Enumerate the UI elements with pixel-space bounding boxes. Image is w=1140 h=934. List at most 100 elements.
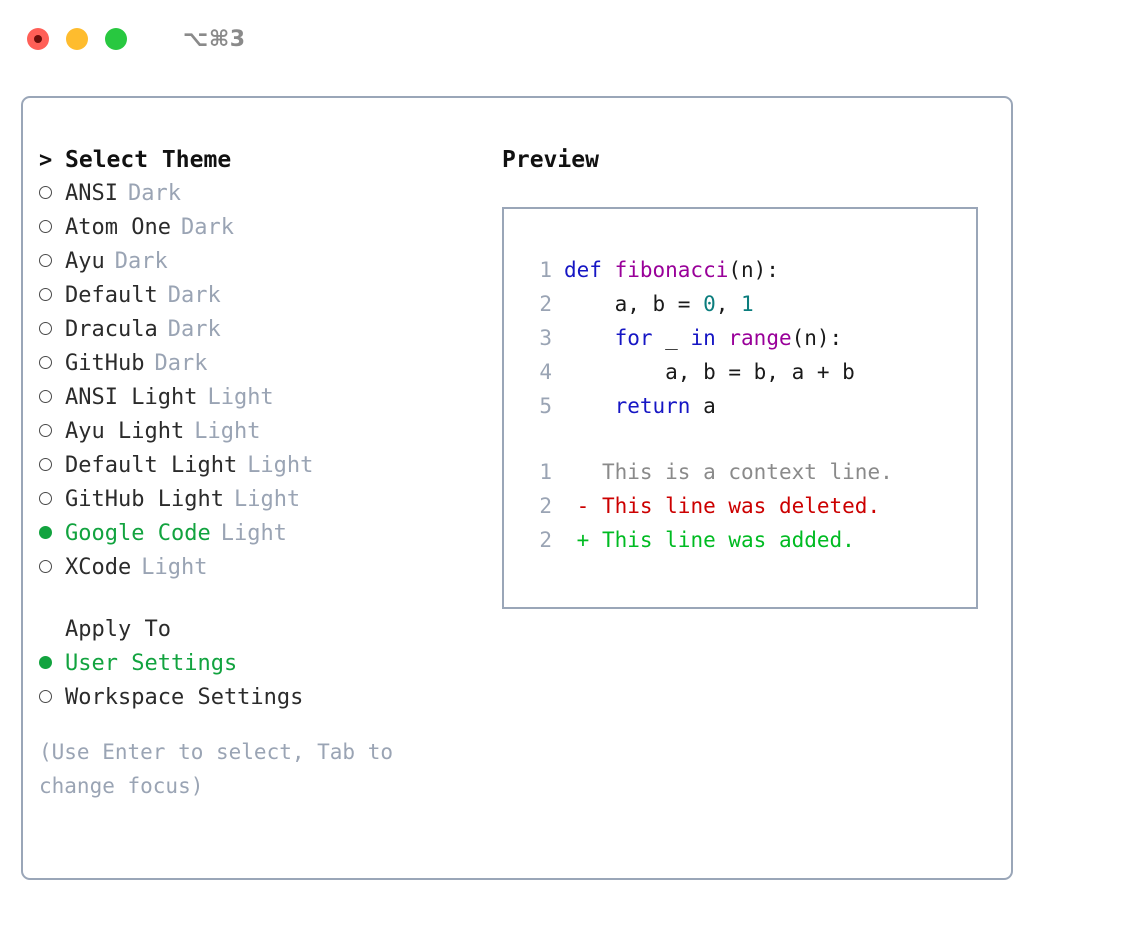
keyboard-hint-text: (Use Enter to select, Tab to change focu… <box>39 740 406 798</box>
apply-to-option[interactable]: User Settings <box>39 647 469 681</box>
theme-name: GitHub <box>65 351 145 376</box>
diff-sign: + <box>564 528 602 552</box>
theme-variant-badge: Light <box>194 419 261 444</box>
radio-glyph <box>39 186 52 199</box>
close-window-icon[interactable] <box>27 28 49 50</box>
diff-sign: - <box>564 494 602 518</box>
radio-glyph <box>39 424 52 437</box>
minimize-window-icon[interactable] <box>66 28 88 50</box>
apply-to-option[interactable]: Workspace Settings <box>39 681 469 715</box>
theme-name: Default <box>65 283 158 308</box>
radio-glyph <box>39 288 52 301</box>
code-line-text: return a <box>564 389 716 423</box>
code-line: 4 a, b = b, a + b <box>524 355 976 389</box>
radio-selected-icon[interactable] <box>39 517 65 551</box>
diff-line: 2 - This line was deleted. <box>524 489 976 523</box>
diff-line-number: 2 <box>539 528 552 552</box>
diff-line: 2 + This line was added. <box>524 523 976 557</box>
radio-selected-icon[interactable] <box>39 647 65 681</box>
code-token: 1 <box>741 292 754 316</box>
radio-unselected-icon[interactable] <box>39 449 65 483</box>
radio-unselected-icon[interactable] <box>39 483 65 517</box>
theme-list-item[interactable]: Ayu Light Light <box>39 415 469 449</box>
diff-sign <box>564 455 602 489</box>
apply-to-label: User Settings <box>65 651 238 676</box>
maximize-window-icon[interactable] <box>105 28 127 50</box>
theme-name: Default Light <box>65 453 238 478</box>
theme-name: ANSI Light <box>65 385 198 410</box>
theme-variant-badge: Light <box>220 521 287 546</box>
caret-icon: > <box>39 148 53 173</box>
diff-sample: 1 This is a context line. 2 - This line w… <box>524 455 976 557</box>
theme-name: Dracula <box>65 317 158 342</box>
radio-glyph <box>39 560 52 573</box>
theme-name: ANSI <box>65 181 118 206</box>
code-token: a, b = <box>564 292 704 316</box>
code-line: 5 return a <box>524 389 976 423</box>
radio-glyph <box>39 322 52 335</box>
code-token: (n): <box>728 258 779 282</box>
code-line-text: def fibonacci(n): <box>564 253 779 287</box>
radio-unselected-icon[interactable] <box>39 381 65 415</box>
diff-line-number: 1 <box>539 460 552 484</box>
theme-list-item[interactable]: ANSI Dark <box>39 177 469 211</box>
code-token: a <box>703 394 716 418</box>
code-token: 0 <box>703 292 716 316</box>
code-token: fibonacci <box>614 258 729 282</box>
theme-list-item[interactable]: Default Light Light <box>39 449 469 483</box>
diff-line-text: This is a context line. <box>601 460 893 484</box>
theme-list-item[interactable]: Atom One Dark <box>39 211 469 245</box>
code-line: 3 for _ in range(n): <box>524 321 976 355</box>
radio-glyph <box>39 458 52 471</box>
radio-unselected-icon[interactable] <box>39 415 65 449</box>
code-token: range <box>728 326 792 350</box>
radio-unselected-icon[interactable] <box>39 177 65 211</box>
code-token: _ <box>665 326 691 350</box>
radio-unselected-icon[interactable] <box>39 245 65 279</box>
code-token: return <box>564 394 704 418</box>
radio-unselected-icon[interactable] <box>39 681 65 715</box>
select-theme-title: Select Theme <box>65 147 232 173</box>
radio-unselected-icon[interactable] <box>39 211 65 245</box>
code-token: in <box>690 326 729 350</box>
code-line-number: 4 <box>539 360 552 384</box>
radio-glyph <box>39 356 52 369</box>
radio-unselected-icon[interactable] <box>39 313 65 347</box>
code-line-number: 1 <box>539 258 552 282</box>
radio-unselected-icon[interactable] <box>39 279 65 313</box>
theme-variant-badge: Dark <box>127 181 181 206</box>
theme-name: Atom One <box>65 215 171 240</box>
diff-line-text: This line was added. <box>601 528 855 552</box>
theme-variant-badge: Light <box>141 555 208 580</box>
code-line-text: a, b = 0, 1 <box>564 287 754 321</box>
keyboard-shortcut-label: ⌥⌘3 <box>183 26 246 52</box>
radio-unselected-icon[interactable] <box>39 347 65 381</box>
preview-title: Preview <box>502 147 599 173</box>
theme-name: Ayu Light <box>65 419 185 444</box>
code-line-number: 3 <box>539 326 552 350</box>
diff-line-number: 2 <box>539 494 552 518</box>
theme-name: GitHub Light <box>65 487 224 512</box>
apply-to-header: Apply To <box>65 617 171 642</box>
traffic-light-controls <box>27 28 127 50</box>
code-token: for <box>564 326 666 350</box>
theme-variant-badge: Light <box>247 453 314 478</box>
radio-unselected-icon[interactable] <box>39 551 65 585</box>
theme-variant-badge: Dark <box>180 215 234 240</box>
radio-glyph <box>39 656 52 669</box>
radio-glyph <box>39 690 52 703</box>
